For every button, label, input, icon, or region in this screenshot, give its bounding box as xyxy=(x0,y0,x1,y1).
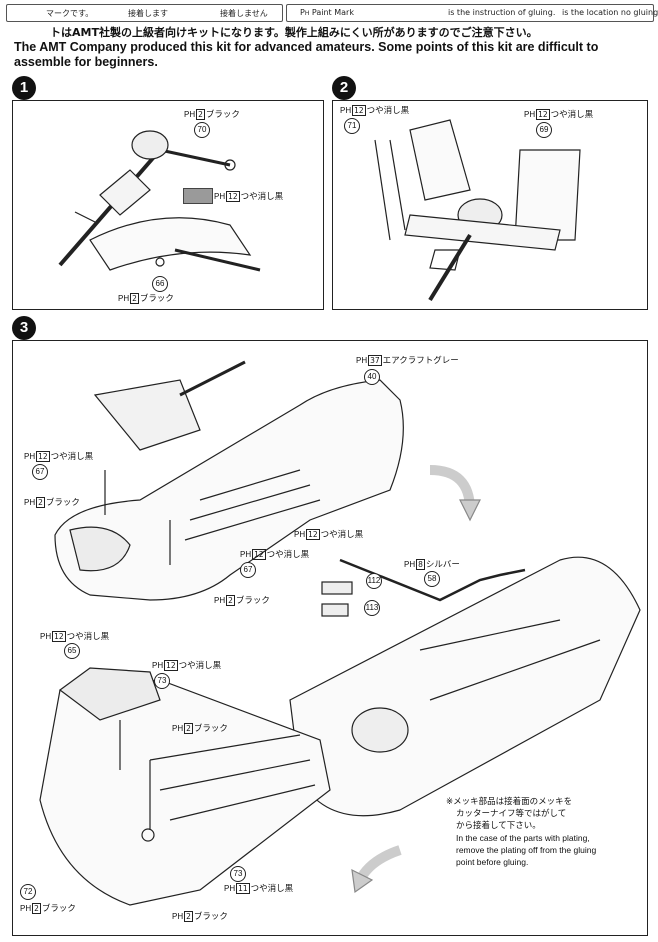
step-1-number: 1 xyxy=(12,76,36,100)
callout-65: 65 xyxy=(64,643,80,659)
plating-jp-3: から接着して下さい。 xyxy=(456,821,541,831)
plating-jp-2: カッターナイフ等ではがして xyxy=(456,809,567,819)
step1-differential-drawing xyxy=(58,130,261,272)
ph-paint-mark: PH Paint Mark xyxy=(300,8,354,17)
step-1-panel xyxy=(12,100,324,310)
legend-japanese xyxy=(6,4,283,22)
plating-jp-1: ※メッキ部品は接着面のメッキを xyxy=(446,797,573,807)
notice-japanese: トはAMT社製の上級者向けキットになります。製作上組みにくい所がありますのでご注… xyxy=(50,26,538,39)
paint-mark-jp: マークです。 xyxy=(46,9,94,18)
step3-chassis-top-drawing xyxy=(54,360,404,601)
callout-69: 69 xyxy=(536,122,552,138)
matte-black-swatch xyxy=(183,188,213,204)
callout-58: 58 xyxy=(424,571,440,587)
no-glue-legend: 接着しません xyxy=(220,9,268,18)
callout-67a: 67 xyxy=(32,464,48,480)
callout-67b: 67 xyxy=(240,562,256,578)
callout-40: 40 xyxy=(364,369,380,385)
callout-70: 70 xyxy=(194,122,210,138)
notice-english-line2: assemble for beginners. xyxy=(14,55,158,69)
plating-note: ※メッキ部品は接着面のメッキを カッターナイフ等ではがして から接着して下さい。… xyxy=(446,796,642,868)
step3-front-drawing xyxy=(39,667,331,906)
callout-72: 72 xyxy=(20,884,36,900)
plating-en-2: remove the plating off from the gluing xyxy=(456,845,597,855)
plating-en-1: In the case of the parts with plating, xyxy=(456,833,590,843)
callout-66: 66 xyxy=(152,276,168,292)
callout-112: 112 xyxy=(366,573,382,589)
callout-73a: 73 xyxy=(154,673,170,689)
callout-113: 113 xyxy=(364,600,380,616)
callout-73b: 73 xyxy=(230,866,246,882)
legend-english xyxy=(286,4,654,22)
step2-axle-drawing xyxy=(374,119,581,302)
notice-english-line1: The AMT Company produced this kit for ad… xyxy=(14,40,599,54)
step-3-number: 3 xyxy=(12,316,36,340)
gluing-instruction: is the instruction of gluing. xyxy=(448,8,556,17)
step3-exhaust-drawing xyxy=(289,556,641,817)
glue-legend: 接着します xyxy=(128,9,168,18)
callout-71: 71 xyxy=(344,118,360,134)
no-gluing-location: is the location no gluing. xyxy=(562,8,658,17)
plating-en-3: point before gluing. xyxy=(456,857,529,867)
step-2-number: 2 xyxy=(332,76,356,100)
